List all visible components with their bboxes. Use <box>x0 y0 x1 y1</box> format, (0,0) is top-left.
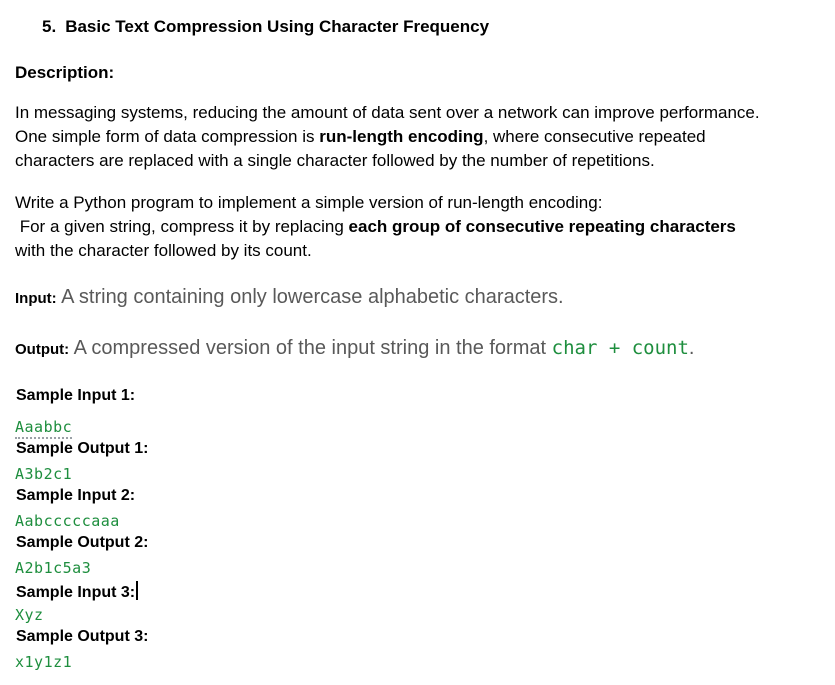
heading-title: Basic Text Compression Using Character F… <box>65 17 490 36</box>
sample-input-3-value: Xyz <box>15 606 44 624</box>
sample-input-3-label: Sample Input 3: <box>16 581 139 602</box>
text-run: One simple form of data compression is <box>15 127 320 146</box>
heading-number: 5. <box>42 17 57 36</box>
input-spec: Input: A string containing only lowercas… <box>15 286 564 309</box>
sample-output-2-value: A2b1c5a3 <box>15 559 92 577</box>
sample-input-2-label: Sample Input 2: <box>16 487 136 504</box>
sample-input-1-label: Sample Input 1: <box>16 387 136 404</box>
paragraph-line: For a given string, compress it by repla… <box>15 215 736 239</box>
text-run: , where consecutive repeated <box>483 127 706 146</box>
paragraph-line: One simple form of data compression is r… <box>15 125 760 149</box>
text-run: For a given string, compress it by repla… <box>15 217 349 236</box>
output-spec: Output: A compressed version of the inpu… <box>15 337 694 360</box>
format-code: char + count <box>551 337 689 359</box>
sample-output-3-value: x1y1z1 <box>15 653 73 671</box>
input-description: A string containing only lowercase alpha… <box>56 286 564 308</box>
sample-input-3-label-text: Sample Input 3: <box>16 584 136 601</box>
spellcheck-underline[interactable]: Aaabbc <box>15 418 73 439</box>
paragraph-line: with the character followed by its count… <box>15 241 312 260</box>
sample-input-1-value: Aaabbc <box>15 418 73 439</box>
text-cursor <box>136 581 139 600</box>
output-suffix: . <box>688 337 695 359</box>
output-description: A compressed version of the input string… <box>69 337 552 359</box>
paragraph-line: Write a Python program to implement a si… <box>15 193 603 212</box>
output-label: Output: <box>15 341 70 358</box>
sample-input-2-value: Aabcccccaaa <box>15 512 120 530</box>
paragraph-line: In messaging systems, reducing the amoun… <box>15 103 760 122</box>
bold-term: each group of consecutive repeating char… <box>348 217 736 236</box>
bold-term: run-length encoding <box>319 127 484 146</box>
paragraph-line: characters are replaced with a single ch… <box>15 151 655 170</box>
description-paragraph-1: In messaging systems, reducing the amoun… <box>15 101 760 173</box>
input-label: Input: <box>15 290 57 307</box>
sample-output-2-label: Sample Output 2: <box>16 534 149 551</box>
problem-heading: 5. Basic Text Compression Using Character… <box>42 17 489 37</box>
description-paragraph-2: Write a Python program to implement a si… <box>15 191 736 263</box>
sample-output-1-label: Sample Output 1: <box>16 440 149 457</box>
sample-output-3-label: Sample Output 3: <box>16 628 149 645</box>
sample-output-1-value: A3b2c1 <box>15 465 73 483</box>
description-label: Description: <box>15 63 115 82</box>
